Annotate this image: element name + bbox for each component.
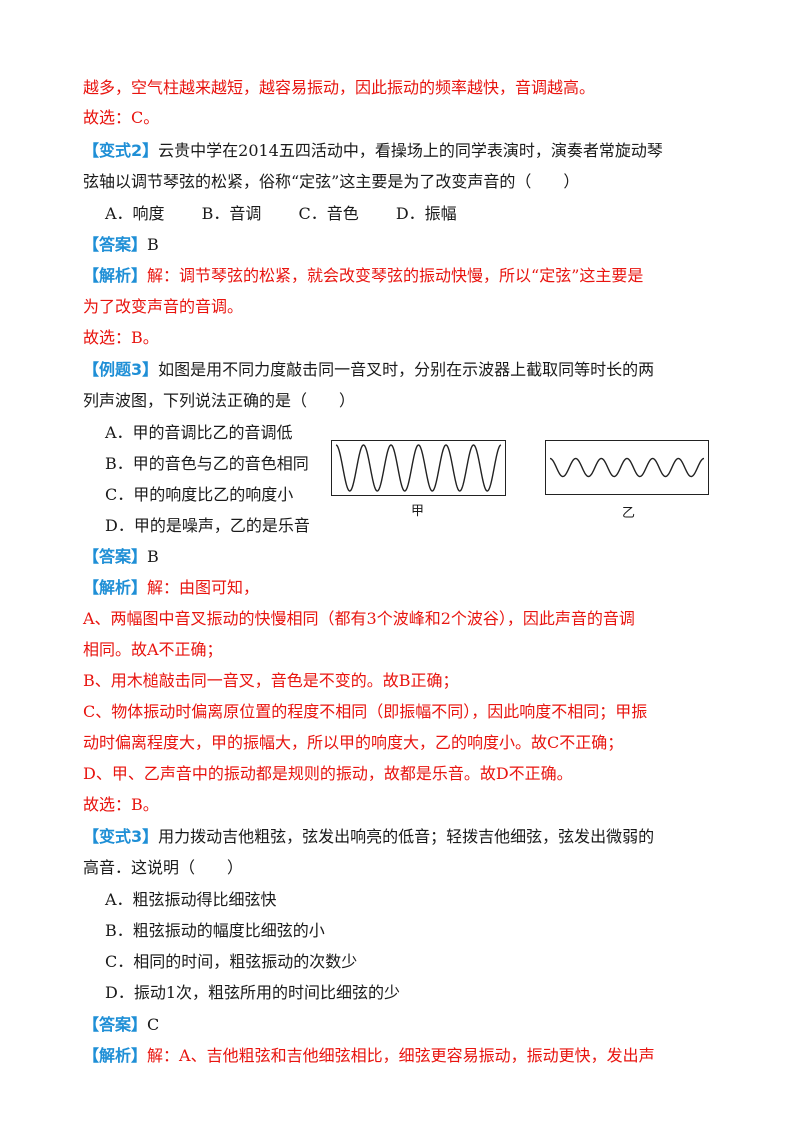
selection-line: 故选：B。	[83, 795, 159, 814]
analysis-text: 动时偏离程度大，甲的振幅大，所以甲的响度大，乙的响度小。故C不正确；	[83, 733, 624, 752]
answer-line: 【答案】B	[83, 234, 159, 256]
option-b: B．甲的音色与乙的音色相同	[105, 454, 309, 473]
example-3-question: 【例题3】如图是用不同力度敲击同一音叉时，分别在示波器上截取同等时长的两	[83, 359, 654, 381]
label-jia: 甲	[411, 504, 425, 519]
question-text: 如图是用不同力度敲击同一音叉时，分别在示波器上截取同等时长的两	[158, 360, 655, 379]
text-line: 越多，空气柱越来越短，越容易振动，因此振动的频率越快，音调越高。	[83, 78, 596, 97]
option-d: D．甲的是噪声，乙的是乐音	[105, 516, 310, 535]
analysis-line: 【解析】解：A、吉他粗弦和吉他细弦相比，细弦更容易振动，振动更快，发出声	[83, 1045, 655, 1067]
answer-tag: 【答案】	[83, 547, 148, 566]
analysis-tag: 【解析】	[83, 266, 148, 285]
answer-line: 【答案】C	[83, 1014, 159, 1036]
analysis-text: C、物体振动时偏离原位置的程度不相同（即振幅不同），因此响度不相同；甲振	[83, 702, 648, 721]
variant-3-question: 【变式3】用力拨动吉他粗弦，弦发出响亮的低音；轻拨吉他细弦，弦发出微弱的	[83, 826, 654, 848]
waveform-jia	[331, 440, 506, 496]
question-text: 云贵中学在2014五四活动中，看操场上的同学表演时，演奏者常旋动琴	[158, 141, 663, 160]
answer-value: B	[147, 235, 159, 254]
analysis-tag: 【解析】	[83, 1046, 148, 1065]
option-c: C．相同的时间，粗弦振动的次数少	[105, 952, 358, 971]
answer-tag: 【答案】	[83, 235, 148, 254]
variant-tag: 【变式2】	[83, 141, 159, 160]
analysis-text: B、用木槌敲击同一音叉，音色是不变的。故B正确；	[83, 671, 459, 690]
option-a: A．粗弦振动得比细弦快	[105, 890, 277, 909]
answer-value: B	[147, 547, 159, 566]
analysis-text: 解：A、吉他粗弦和吉他细弦相比，细弦更容易振动，振动更快，发出声	[147, 1046, 655, 1065]
analysis-text: 解：由图可知，	[147, 578, 260, 597]
analysis-text: 为了改变声音的音调。	[83, 297, 244, 316]
question-text: 用力拨动吉他粗弦，弦发出响亮的低音；轻拨吉他细弦，弦发出微弱的	[158, 827, 655, 846]
question-text: 列声波图，下列说法正确的是（ ）	[83, 391, 356, 410]
option-b: B．粗弦振动的幅度比细弦的小	[105, 921, 325, 940]
waveform-jia-svg	[335, 444, 502, 492]
analysis-line: 【解析】解：调节琴弦的松紧，就会改变琴弦的振动快慢，所以“定弦”这主要是	[83, 265, 643, 287]
analysis-text: A、两幅图中音叉振动的快慢相同（都有3个波峰和2个波谷），因此声音的音调	[83, 609, 635, 628]
options-line: A．响度 B．音调 C．音色 D．振幅	[105, 204, 457, 223]
analysis-text: 解：调节琴弦的松紧，就会改变琴弦的振动快慢，所以“定弦”这主要是	[147, 266, 644, 285]
label-yi: 乙	[622, 506, 636, 521]
analysis-text: D、甲、乙声音中的振动都是规则的振动，故都是乐音。故D不正确。	[83, 764, 573, 783]
example-tag: 【例题3】	[83, 360, 159, 379]
analysis-tag: 【解析】	[83, 578, 148, 597]
waveform-yi-svg	[549, 457, 705, 478]
answer-value: C	[147, 1015, 160, 1034]
analysis-text: 相同。故A不正确；	[83, 640, 223, 659]
question-text: 高音．这说明（ ）	[83, 858, 244, 877]
option-d: D．振动1次，粗弦所用的时间比细弦的少	[105, 983, 401, 1002]
variant-tag: 【变式3】	[83, 827, 159, 846]
analysis-line: 【解析】解：由图可知，	[83, 577, 259, 599]
text-line: 故选：C。	[83, 108, 160, 127]
option-c: C．甲的响度比乙的响度小	[105, 485, 294, 504]
waveform-yi	[545, 440, 709, 495]
selection-line: 故选：B。	[83, 328, 159, 347]
option-a: A．甲的音调比乙的音调低	[105, 423, 293, 442]
variant-2-question: 【变式2】云贵中学在2014五四活动中，看操场上的同学表演时，演奏者常旋动琴	[83, 140, 663, 162]
question-text: 弦轴以调节琴弦的松紧，俗称“定弦”这主要是为了改变声音的（ ）	[83, 172, 580, 191]
answer-tag: 【答案】	[83, 1015, 148, 1034]
answer-line: 【答案】B	[83, 546, 159, 568]
